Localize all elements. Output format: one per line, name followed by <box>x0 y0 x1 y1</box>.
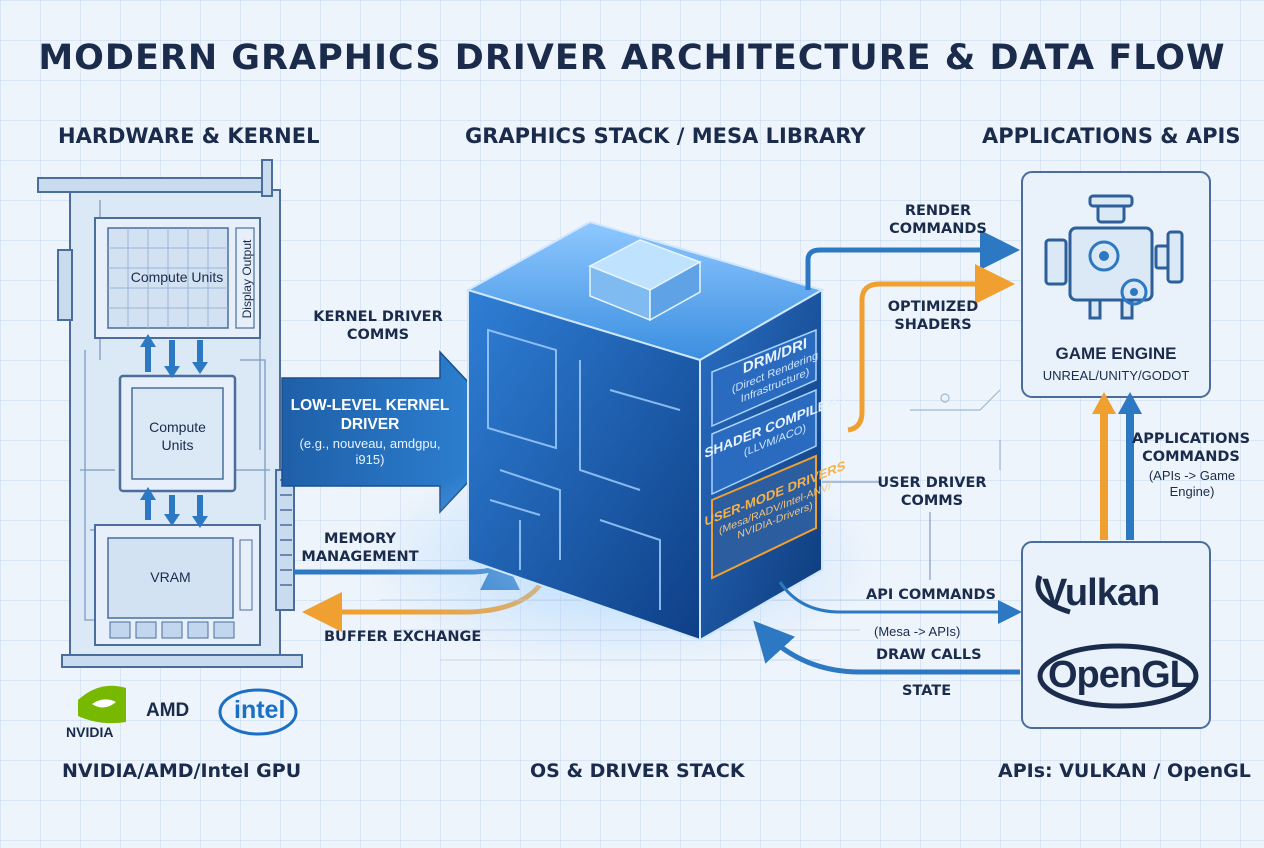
apis-game-engine-label: (APIs -> Game Engine) <box>1148 468 1236 499</box>
kernel-driver-title: LOW-LEVEL KERNEL DRIVER <box>290 397 450 433</box>
amd-logo-text: AMD <box>146 700 190 721</box>
optimized-shaders-label: OPTIMIZED SHADERS <box>887 299 979 333</box>
kernel-driver-subtitle: (e.g., nouveau, amdgpu, i915) <box>299 436 441 467</box>
section-title-center: GRAPHICS STACK / MESA LIBRARY <box>465 124 866 148</box>
section-title-left: HARDWARE & KERNEL <box>58 124 320 148</box>
footer-right: APIs: VULKAN / OpenGL <box>998 760 1251 782</box>
game-engine-subtitle: UNREAL/UNITY/GODOT <box>1042 368 1190 383</box>
mesa-cube <box>360 220 880 670</box>
vram-label: VRAM <box>150 569 191 585</box>
buffer-exchange-label: BUFFER EXCHANGE <box>324 629 482 645</box>
draw-calls-arrow <box>753 620 1020 675</box>
display-output-label: Display Output <box>240 239 254 319</box>
api-commands-label: API COMMANDS <box>866 587 996 603</box>
render-commands-arrow <box>805 230 1020 290</box>
api-commands-arrow <box>778 581 1022 624</box>
page-title: MODERN GRAPHICS DRIVER ARCHITECTURE & DA… <box>38 38 1226 78</box>
section-title-right: APPLICATIONS & APIS <box>982 124 1241 148</box>
opengl-logo: OpenGL <box>1048 654 1193 696</box>
nvidia-logo <box>78 685 126 724</box>
intel-logo-text: intel <box>234 696 286 724</box>
intel-logo-ring <box>218 688 298 736</box>
state-label: STATE <box>902 683 952 699</box>
mesa-apis-label: (Mesa -> APIs) <box>874 624 961 639</box>
gpu-board <box>37 159 303 668</box>
kernel-driver-comms-label: KERNEL DRIVER COMMS <box>313 309 443 343</box>
applications-commands-label: APPLICATIONS COMMANDS <box>1132 431 1251 465</box>
compute-units-mid-label: Compute Units <box>149 419 206 453</box>
optimized-shaders-arrow <box>847 264 1015 433</box>
applications-commands-arrows <box>1092 392 1142 540</box>
draw-calls-label: DRAW CALLS <box>876 647 982 663</box>
game-engine-title: GAME ENGINE <box>1055 344 1177 363</box>
footer-center: OS & DRIVER STACK <box>530 760 745 782</box>
compute-units-top-label: Compute Units <box>130 269 224 285</box>
game-engine-panel <box>1021 171 1211 398</box>
footer-left: NVIDIA/AMD/Intel GPU <box>62 760 302 782</box>
api-panel <box>1021 541 1211 729</box>
vulkan-logo: Vulkan <box>1042 572 1160 614</box>
nvidia-logo-text: NVIDIA <box>66 724 114 740</box>
memory-management-label: MEMORY MANAGEMENT <box>301 531 419 565</box>
render-commands-label: RENDER COMMANDS <box>889 203 987 237</box>
user-driver-comms-label: USER DRIVER COMMS <box>877 475 987 509</box>
